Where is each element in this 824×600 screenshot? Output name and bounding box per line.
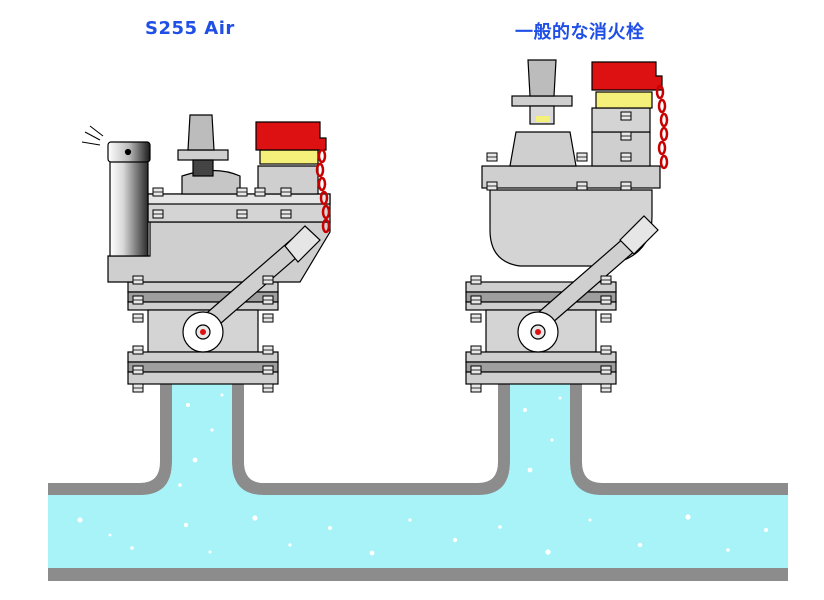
air-release-lines — [81, 125, 104, 146]
main-pipe-water — [48, 495, 788, 568]
riser-water-left — [172, 370, 232, 500]
title-standard-hydrant: 一般的な消火栓 — [515, 22, 645, 43]
chain-left — [315, 148, 331, 234]
hydrant-standard — [465, 59, 663, 385]
title-s255-air: S255 Air — [145, 18, 235, 39]
riser-water-right — [510, 370, 570, 500]
water-main-pipe — [48, 483, 788, 581]
riser-pipe-right — [264, 370, 788, 500]
riser-pipe-left — [48, 370, 788, 500]
hydrant-s255-air — [107, 114, 331, 385]
chain-right — [655, 84, 669, 170]
water-bubbles — [77, 393, 768, 556]
